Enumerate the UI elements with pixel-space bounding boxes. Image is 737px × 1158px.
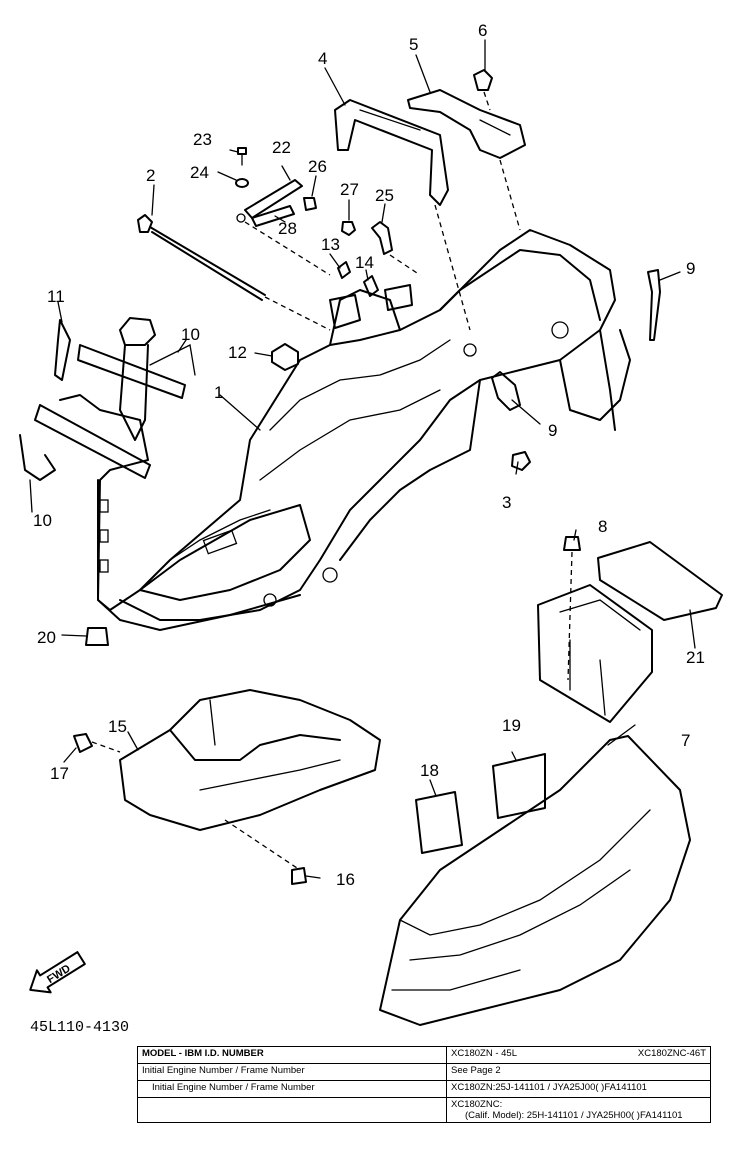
table-row: Initial Engine Number / Frame Number XC1…	[137, 1080, 711, 1098]
rod-9-part	[647, 269, 661, 341]
front-bracket-part	[19, 317, 196, 481]
table-cell: XC180ZNC: (Calif. Model): 25H-141101 / J…	[446, 1097, 711, 1123]
callout-23: 23	[193, 130, 212, 149]
top-bracket-part	[334, 99, 471, 331]
clip-25-part	[371, 221, 421, 276]
body-panel-part	[379, 735, 691, 1026]
fwd-label: FWD	[45, 963, 73, 986]
clip-14-part	[363, 275, 379, 297]
callout-7: 7	[681, 731, 690, 750]
damper-12-part	[271, 343, 299, 371]
bolt-17-part	[73, 733, 121, 753]
callout-28: 28	[278, 219, 297, 238]
callout-9b: 9	[548, 421, 557, 440]
table-row: MODEL - IBM I.D. NUMBER XC180ZN - 45L XC…	[137, 1046, 711, 1064]
main-frame-part	[59, 229, 631, 631]
table-cell: XC180ZN - 45L XC180ZNC-46T	[446, 1046, 711, 1064]
callout-5: 5	[409, 35, 418, 54]
callout-21: 21	[686, 648, 705, 667]
fwd-arrow-icon: FWD	[29, 951, 86, 994]
washer-24-part	[235, 178, 249, 188]
table-row: Initial Engine Number / Frame Number See…	[137, 1063, 711, 1081]
callout-18: 18	[420, 761, 439, 780]
model-info-table: MODEL - IBM I.D. NUMBER XC180ZN - 45L XC…	[137, 1046, 711, 1123]
table-cell: See Page 2	[446, 1063, 711, 1081]
clip-13-part	[337, 261, 351, 279]
callout-9a: 9	[686, 259, 695, 278]
bolt-16-part	[291, 867, 307, 885]
bumper-20-part	[85, 627, 109, 646]
leader-lines	[29, 39, 696, 879]
callout-8: 8	[598, 517, 607, 536]
bolt-6-part	[473, 69, 493, 111]
table-cell: Initial Engine Number / Frame Number	[137, 1080, 447, 1098]
model-number-a: XC180ZN - 45L	[451, 1048, 518, 1059]
callout-10b: 10	[33, 511, 52, 530]
callout-1: 1	[214, 383, 223, 402]
callout-15: 15	[108, 717, 127, 736]
callout-20: 20	[37, 628, 56, 647]
small-bracket-part	[236, 179, 331, 276]
table-cell: MODEL - IBM I.D. NUMBER	[137, 1046, 447, 1064]
nut-3-part	[511, 451, 531, 471]
table-row: XC180ZNC: (Calif. Model): 25H-141101 / J…	[137, 1097, 711, 1123]
callout-3: 3	[502, 493, 511, 512]
screw-23-part	[237, 147, 247, 166]
calif-label: XC180ZNC:	[451, 1099, 503, 1110]
callout-6: 6	[478, 21, 487, 40]
under-cover-part	[119, 689, 381, 871]
callout-22: 22	[272, 138, 291, 157]
decal-19-part	[492, 753, 546, 819]
callout-10a: 10	[181, 325, 200, 344]
battery-cover-part	[597, 541, 723, 621]
callout-13: 13	[321, 235, 340, 254]
callout-17: 17	[50, 764, 69, 783]
table-cell	[137, 1097, 447, 1123]
table-cell: Initial Engine Number / Frame Number	[137, 1063, 447, 1081]
model-number-b: XC180ZNC-46T	[637, 1048, 706, 1059]
callout-16: 16	[336, 870, 355, 889]
callout-19: 19	[502, 716, 521, 735]
long-bolt-part	[137, 214, 331, 331]
callout-24: 24	[190, 163, 209, 182]
part-code: 45L110-4130	[30, 1019, 129, 1036]
callout-4: 4	[318, 49, 327, 68]
callout-25: 25	[375, 186, 394, 205]
callout-11: 11	[47, 287, 65, 306]
callout-27: 27	[340, 180, 359, 199]
callout-14: 14	[355, 253, 374, 272]
battery-box-part	[537, 584, 653, 723]
callout-2: 2	[146, 166, 155, 185]
table-cell: XC180ZN:25J-141101 / JYA25J00( )FA141101	[446, 1080, 711, 1098]
damper-9-part	[491, 371, 521, 411]
nut-27-part	[341, 221, 356, 236]
decal-18-part	[415, 791, 463, 854]
bolt-26-part	[303, 197, 317, 211]
seat-bracket-part	[407, 89, 526, 231]
callout-12: 12	[228, 343, 247, 362]
parts-diagram: 1 2 3 4 5 6 7 8 9 9 10 10 11 12 13 14 15…	[19, 21, 723, 1036]
calif-number: (Calif. Model): 25H-141101 / JYA25H00( )…	[465, 1110, 683, 1121]
callout-26: 26	[308, 157, 327, 176]
